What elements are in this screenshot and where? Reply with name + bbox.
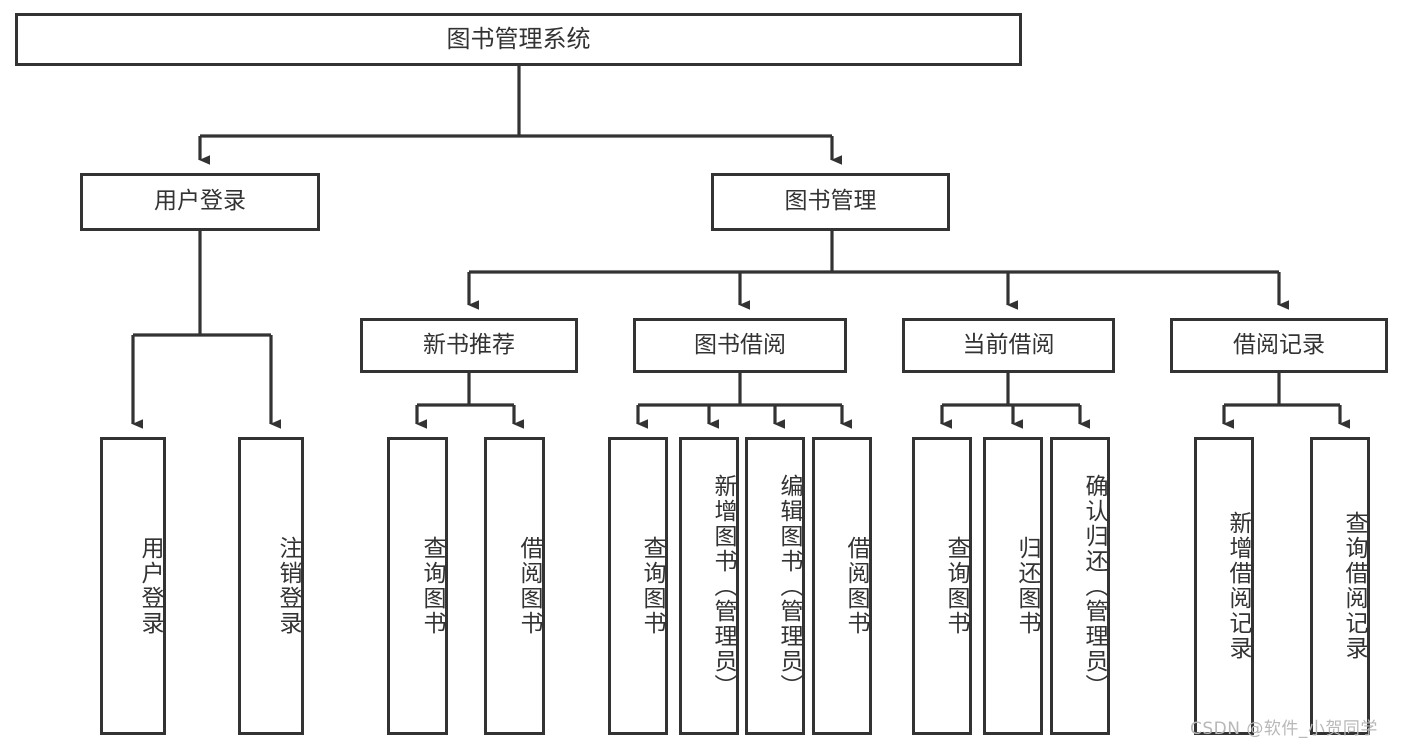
- node-leaf-label: 借阅图书: [516, 536, 542, 636]
- node-leaf-label: 新增借阅记录: [1225, 511, 1251, 661]
- node-leaf-borrow-book-recommend[interactable]: 借阅图书: [484, 437, 545, 735]
- node-leaf-label: 归还图书: [1014, 536, 1040, 636]
- node-leaf-query-book-recommend[interactable]: 查询图书: [387, 437, 448, 735]
- node-leaf-label: 用户登录: [137, 536, 163, 636]
- node-leaf-label: 借阅图书: [843, 536, 869, 636]
- node-leaf-label: 编辑图书（管理员）: [776, 473, 802, 699]
- node-leaf-query-borrow-record[interactable]: 查询借阅记录: [1310, 437, 1370, 735]
- node-leaf-label: 查询图书: [639, 536, 665, 636]
- node-leaf-label: 查询图书: [943, 536, 969, 636]
- node-leaf-query-book-current[interactable]: 查询图书: [912, 437, 972, 735]
- node-leaf-label: 查询借阅记录: [1341, 511, 1367, 661]
- node-level3-book-borrow[interactable]: 图书借阅: [633, 318, 847, 373]
- node-leaf-label: 查询图书: [419, 536, 445, 636]
- node-leaf-label: 注销登录: [275, 536, 301, 636]
- node-level3-current-borrow[interactable]: 当前借阅: [902, 318, 1115, 373]
- node-leaf-add-book-admin[interactable]: 新增图书（管理员）: [679, 437, 739, 735]
- node-leaf-user-login[interactable]: 用户登录: [100, 437, 166, 735]
- node-leaf-confirm-return-admin[interactable]: 确认归还（管理员）: [1050, 437, 1110, 735]
- node-level2-user-login[interactable]: 用户登录: [80, 173, 320, 231]
- node-leaf-add-borrow-record[interactable]: 新增借阅记录: [1194, 437, 1254, 735]
- watermark-text: CSDN @软件_小贺同学: [1190, 719, 1378, 739]
- node-level2-book-management[interactable]: 图书管理: [711, 173, 950, 231]
- node-root[interactable]: 图书管理系统: [15, 13, 1022, 66]
- node-level3-new-book-recommend[interactable]: 新书推荐: [360, 318, 578, 373]
- node-leaf-label: 确认归还（管理员）: [1081, 473, 1107, 699]
- node-leaf-label: 新增图书（管理员）: [710, 473, 736, 699]
- node-leaf-borrow-book[interactable]: 借阅图书: [812, 437, 872, 735]
- node-leaf-edit-book-admin[interactable]: 编辑图书（管理员）: [745, 437, 805, 735]
- node-leaf-logout[interactable]: 注销登录: [238, 437, 304, 735]
- node-level3-borrow-record[interactable]: 借阅记录: [1170, 318, 1388, 373]
- node-leaf-return-book[interactable]: 归还图书: [983, 437, 1043, 735]
- node-leaf-query-book-borrow[interactable]: 查询图书: [608, 437, 668, 735]
